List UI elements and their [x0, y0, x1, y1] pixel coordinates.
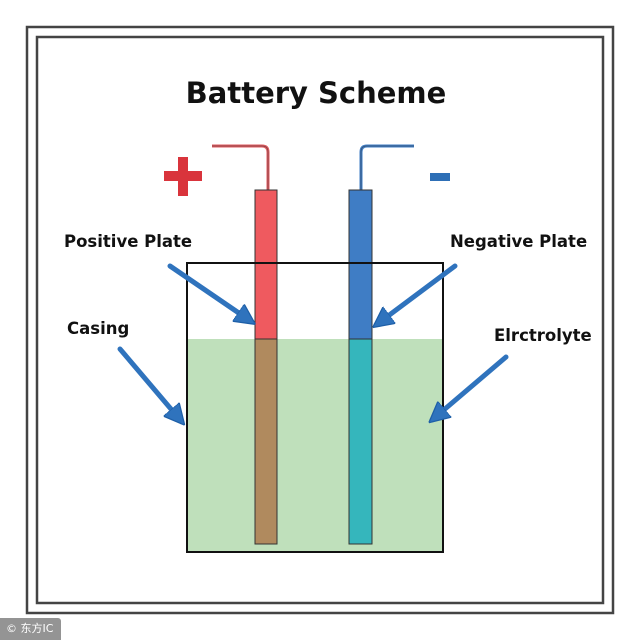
negative-plate [348, 189, 373, 340]
negative-plate-label: Negative Plate [450, 232, 587, 251]
negative-terminal-wire [359, 144, 414, 190]
positive-terminal-wire-outline [212, 145, 269, 190]
diagram-title: Battery Scheme [186, 76, 447, 110]
positive-terminal-wire [212, 144, 270, 190]
negative-plate-submerged [348, 338, 373, 545]
electrolyte-fill [187, 339, 443, 552]
positive-plate-label: Positive Plate [64, 232, 192, 251]
positive-plate [254, 189, 278, 340]
positive-plate-arrow-icon [167, 263, 252, 322]
watermark: © 东方IC [0, 618, 62, 640]
outer-frame [25, 25, 615, 615]
electrolyte-label: Elrctrolyte [494, 326, 592, 345]
negative-terminal-wire-outline [360, 145, 414, 190]
positive-plate-submerged [254, 338, 278, 545]
casing-arrow-icon [117, 346, 182, 422]
negative-plate-arrow-icon [376, 263, 458, 325]
electrolyte-arrow-icon [432, 354, 509, 420]
casing-label: Casing [67, 319, 129, 338]
inner-frame [35, 35, 605, 605]
plus-sign-icon [164, 157, 202, 196]
minus-sign-icon [430, 173, 450, 181]
